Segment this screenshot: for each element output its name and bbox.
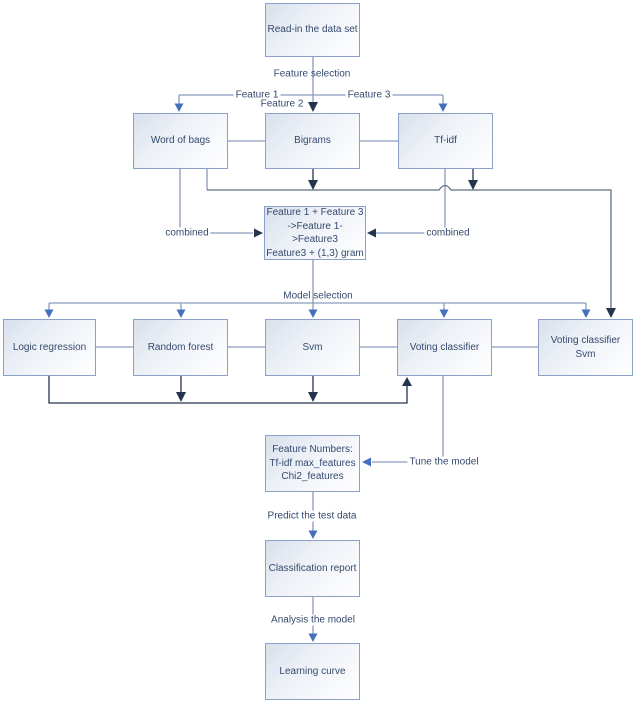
edge-models-drops [180, 376, 314, 393]
edge-wordofbags-combined [179, 169, 253, 234]
label-analysis-model: Analysis the model [269, 614, 357, 626]
arrow-up-into-votingclassifier [402, 377, 412, 386]
node-word-of-bags: Word of bags [133, 113, 228, 169]
arrow-into-combined-right [367, 228, 376, 238]
node-voting-classifier: Voting classifier [397, 319, 492, 376]
node-classification-report: Classification report [265, 540, 360, 597]
arrow-into-featurenumbers [362, 457, 371, 467]
node-combined-features: Feature 1 + Feature 3 ->Feature 1->Featu… [264, 206, 366, 260]
arrow-svm-convergence [308, 392, 318, 402]
node-random-forest: Random forest [133, 319, 228, 376]
label-model-selection: Model selection [283, 290, 353, 302]
arrow-into-wordofbags [174, 103, 184, 112]
label-feature-2: Feature 2 [258, 98, 306, 110]
arrow-into-combined-left [254, 228, 263, 238]
node-feature-numbers: Feature Numbers: Tf-idf max_features Chi… [265, 435, 360, 492]
arrow-into-randomforest [176, 309, 186, 318]
node-voting-classifier-svm: Voting classifier Svm [538, 319, 633, 376]
node-read-in-data-set: Read-in the data set [265, 3, 360, 57]
label-combined-left: combined [163, 227, 211, 239]
label-predict-test-data: Predict the test data [265, 510, 359, 522]
edge-distribution-drops [48, 303, 587, 314]
edge-tfidf-combined [376, 169, 446, 234]
arrow-into-tfidf [438, 103, 448, 112]
node-bigrams: Bigrams [265, 113, 360, 169]
label-tune-the-model: Tune the model [407, 456, 481, 468]
label-feature-3: Feature 3 [345, 89, 393, 101]
arrow-bigrams-featureline [308, 180, 318, 190]
edge-features-to-votingsvm [207, 184, 612, 314]
node-logic-regression: Logic regression [3, 319, 96, 376]
label-combined-right: combined [424, 227, 472, 239]
node-tf-idf: Tf-idf [398, 113, 493, 169]
edge-models-convergence [48, 376, 408, 404]
arrow-randomforest-convergence [176, 392, 186, 402]
label-feature-1: Feature 1 [233, 89, 281, 101]
arrow-tfidf-featureline [468, 180, 478, 190]
arrow-into-report [308, 530, 318, 539]
arrow-into-votingclassifier [439, 309, 449, 318]
node-svm: Svm [265, 319, 360, 376]
arrow-into-votingsvm-dark [606, 308, 616, 318]
arrow-into-votingsvm-light [581, 309, 591, 318]
label-feature-selection: Feature selection [273, 68, 351, 80]
arrow-into-logicregression [44, 309, 54, 318]
arrow-into-svm [308, 309, 318, 318]
arrow-into-bigrams [308, 102, 318, 112]
arrow-into-curve [308, 633, 318, 642]
node-learning-curve: Learning curve [265, 643, 360, 700]
